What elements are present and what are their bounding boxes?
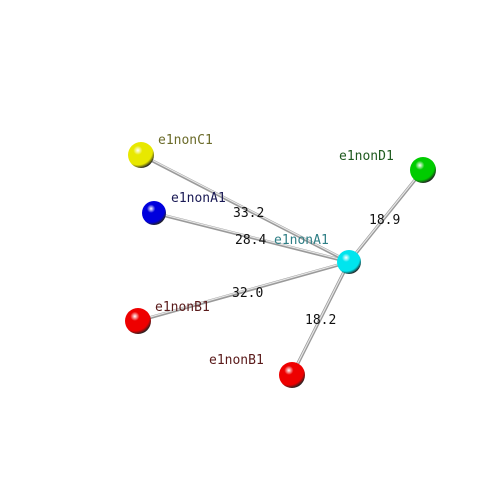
nodes-layer — [125, 142, 436, 388]
node-center[interactable] — [337, 250, 361, 274]
node-b1a[interactable] — [125, 308, 151, 334]
edge-c1 — [139, 153, 351, 264]
node-c1[interactable] — [128, 142, 154, 168]
node-label-d1: e1nonD1 — [339, 149, 394, 164]
edge-d1 — [347, 168, 425, 264]
edge-b1b — [290, 260, 351, 377]
edge-label-c1: 33.2 — [233, 206, 264, 221]
edge-b1a — [136, 260, 351, 323]
edges-layer — [136, 153, 425, 377]
node-d1[interactable] — [410, 157, 436, 183]
node-label-c1: e1nonC1 — [158, 133, 213, 148]
node-label-center: e1nonA1 — [274, 233, 329, 248]
node-label-b1a: e1nonB1 — [155, 300, 210, 315]
node-label-a1: e1nonA1 — [171, 191, 226, 206]
edge-label-a1: 28.4 — [235, 233, 266, 248]
edge-label-d1: 18.9 — [369, 213, 400, 228]
edge-a1 — [152, 211, 351, 264]
node-b1b[interactable] — [279, 362, 305, 388]
node-label-b1b: e1nonB1 — [209, 353, 264, 368]
edge-label-b1a: 32.0 — [232, 286, 263, 301]
edge-label-b1b: 18.2 — [305, 313, 336, 328]
node-a1[interactable] — [142, 201, 166, 225]
labels-layer: 33.2 28.4 32.0 18.2 18.9 e1nonA1 e1nonC1 e1nonA… — [155, 133, 400, 368]
